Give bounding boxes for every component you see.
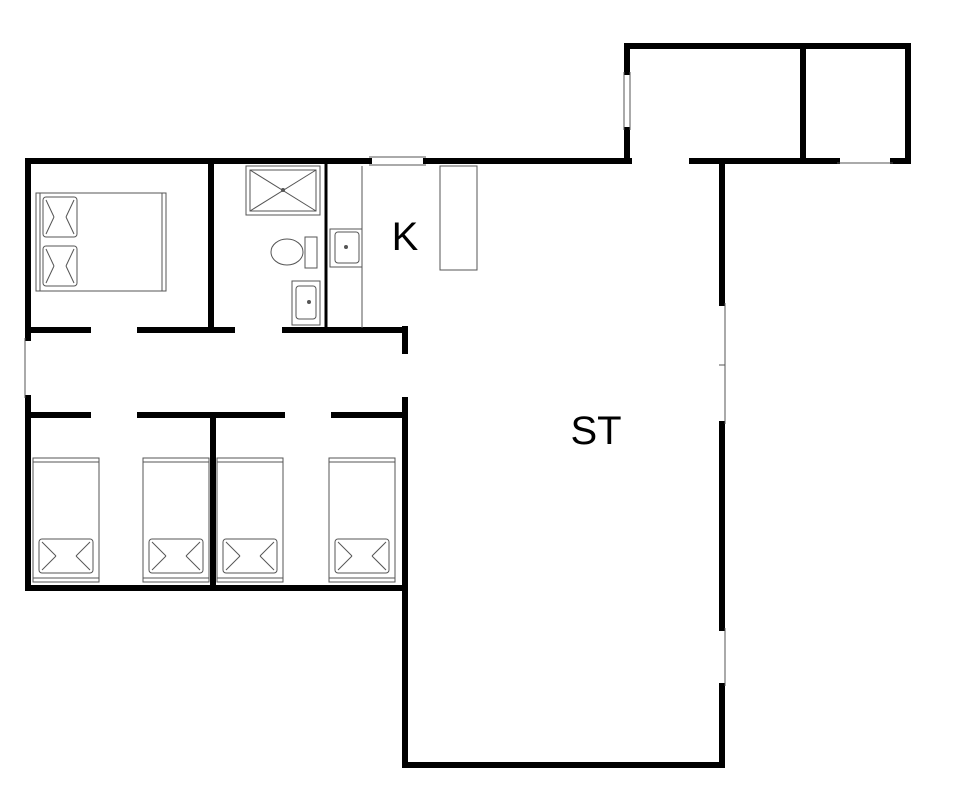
shower [245,165,321,216]
single-bed [142,457,210,583]
kitchen-island [439,165,478,271]
single-bed [328,457,396,583]
living-room-label: ST [570,409,621,453]
windows [24,72,893,686]
double-bed [35,192,167,292]
kitchen-counter [329,166,363,328]
toilet [270,236,318,269]
single-bed [216,457,284,583]
bathroom-sink [291,280,321,326]
kitchen-label: K [392,215,419,259]
single-bed [32,457,100,583]
walls [25,43,911,768]
